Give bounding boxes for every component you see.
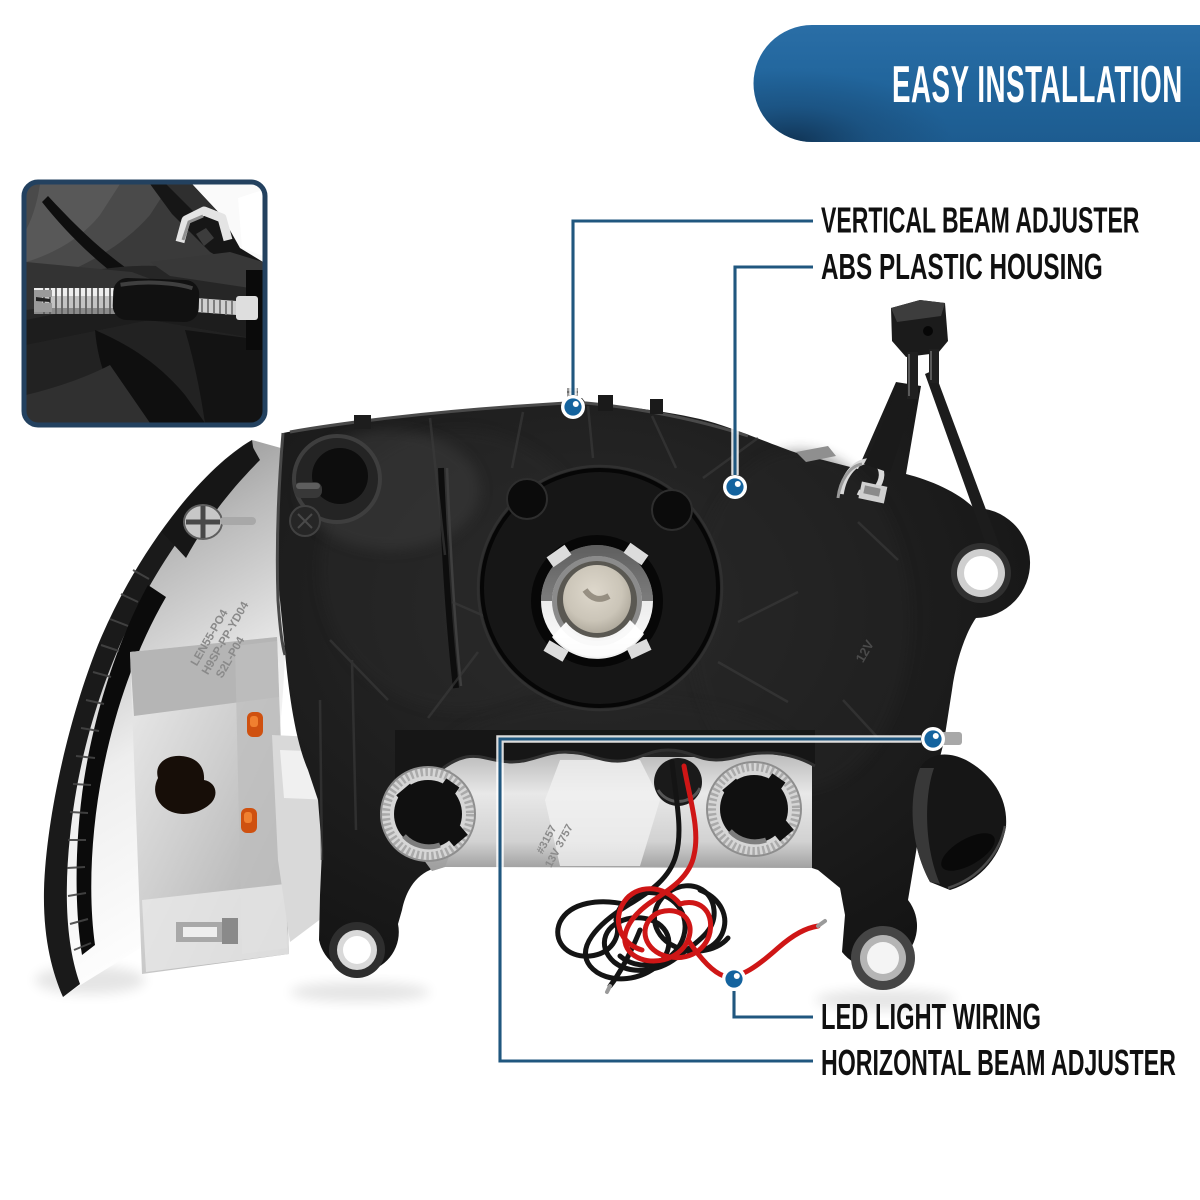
svg-text:HORIZONTAL BEAM ADJUSTER: HORIZONTAL BEAM ADJUSTER (821, 1043, 1176, 1084)
svg-text:VERTICAL BEAM ADJUSTER: VERTICAL BEAM ADJUSTER (821, 200, 1139, 241)
svg-text:ABS PLASTIC HOUSING: ABS PLASTIC HOUSING (821, 246, 1103, 287)
svg-text:LED LIGHT WIRING: LED LIGHT WIRING (821, 996, 1041, 1038)
svg-text:EASY INSTALLATION: EASY INSTALLATION (892, 55, 1183, 114)
